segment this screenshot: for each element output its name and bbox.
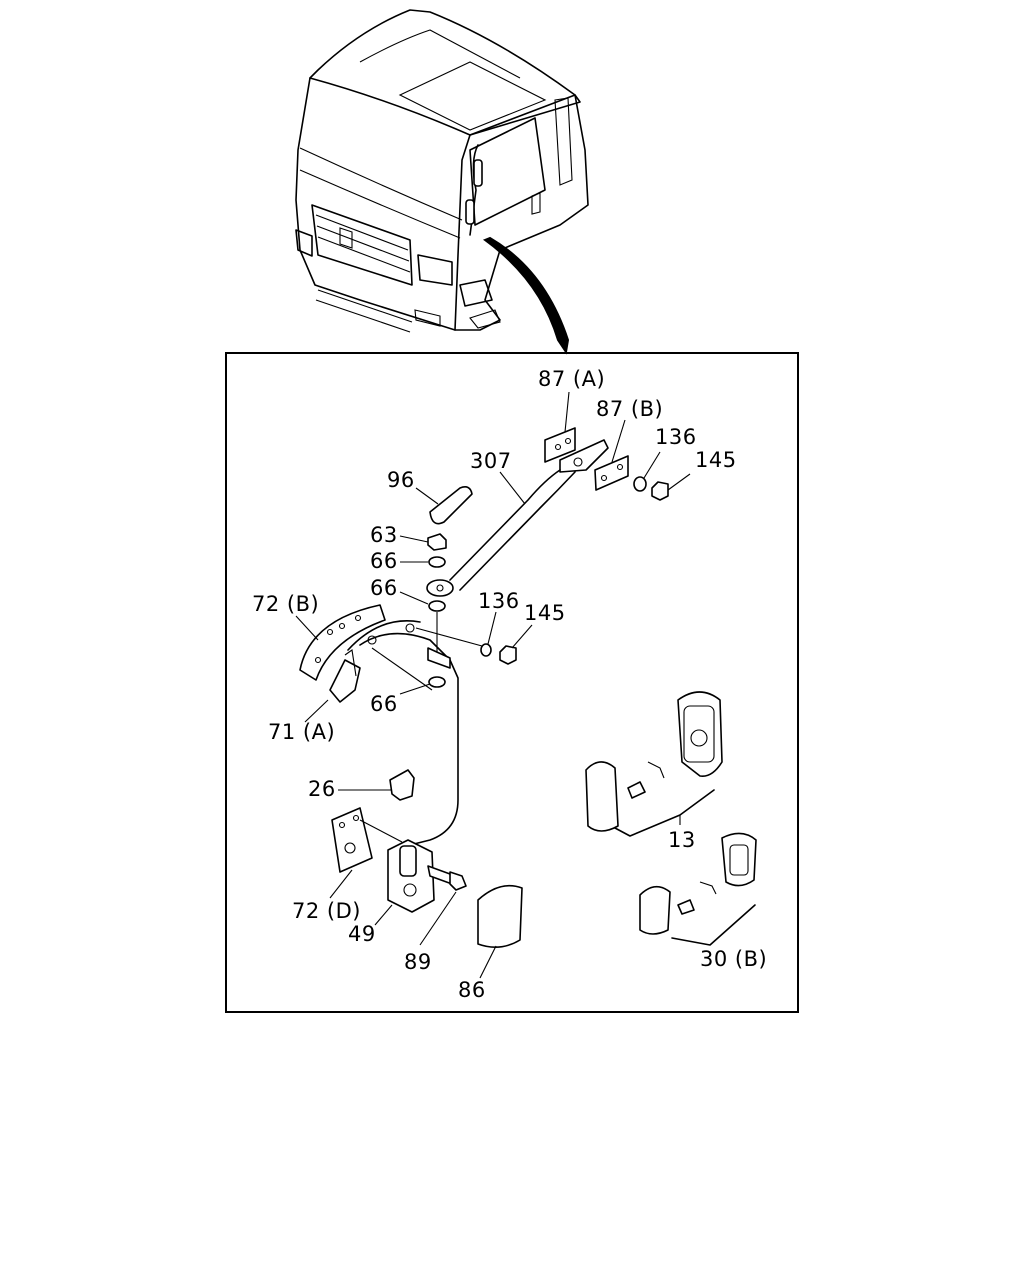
nut-145-top: [651, 481, 669, 501]
label-86: 86: [458, 978, 486, 1002]
nut-63: [427, 533, 447, 551]
label-145-mid: 145: [524, 601, 566, 625]
detail-frame: [225, 352, 799, 1013]
label-13: 13: [668, 828, 696, 852]
label-72d: 72 (D): [292, 899, 361, 923]
label-66-a: 66: [370, 549, 398, 573]
bracket-71a: [329, 659, 361, 703]
label-49: 49: [348, 922, 376, 946]
label-136-mid: 136: [478, 589, 520, 613]
bracket-plate-87b: [594, 455, 629, 491]
leader-lines: [295, 391, 691, 979]
washer-66-a: [428, 556, 446, 568]
pointer-arrow: [482, 236, 570, 355]
clip-26: [389, 769, 415, 801]
washer-66-b: [428, 600, 446, 612]
label-71a: 71 (A): [268, 720, 335, 744]
label-66-c: 66: [370, 692, 398, 716]
mirror-13: [677, 691, 723, 778]
label-307: 307: [470, 449, 512, 473]
label-63: 63: [370, 523, 398, 547]
label-87b: 87 (B): [596, 397, 663, 421]
label-89: 89: [404, 950, 432, 974]
cover-86: [477, 884, 523, 948]
nut-145-mid: [499, 645, 517, 665]
truck-cab-illustration: [295, 9, 589, 355]
label-26: 26: [308, 777, 336, 801]
plate-72b: [299, 604, 386, 681]
label-145-top: 145: [695, 448, 737, 472]
washer-136-mid: [480, 643, 492, 657]
label-87a: 87 (A): [538, 367, 605, 391]
label-30b: 30 (B): [700, 947, 767, 971]
washer-136-top: [633, 476, 647, 492]
gasket-72d: [331, 807, 373, 873]
label-66-b: 66: [370, 576, 398, 600]
cap-96: [429, 486, 473, 525]
washer-66-c: [428, 676, 446, 688]
callout-labels: 87 (A) 87 (B) 136 145 307 96 63 66 66 72…: [252, 367, 767, 1002]
label-96: 96: [387, 468, 415, 492]
label-72b: 72 (B): [252, 592, 319, 616]
mirror-30b: [721, 832, 757, 887]
label-136-top: 136: [655, 425, 697, 449]
parts-drawing: [299, 427, 757, 948]
